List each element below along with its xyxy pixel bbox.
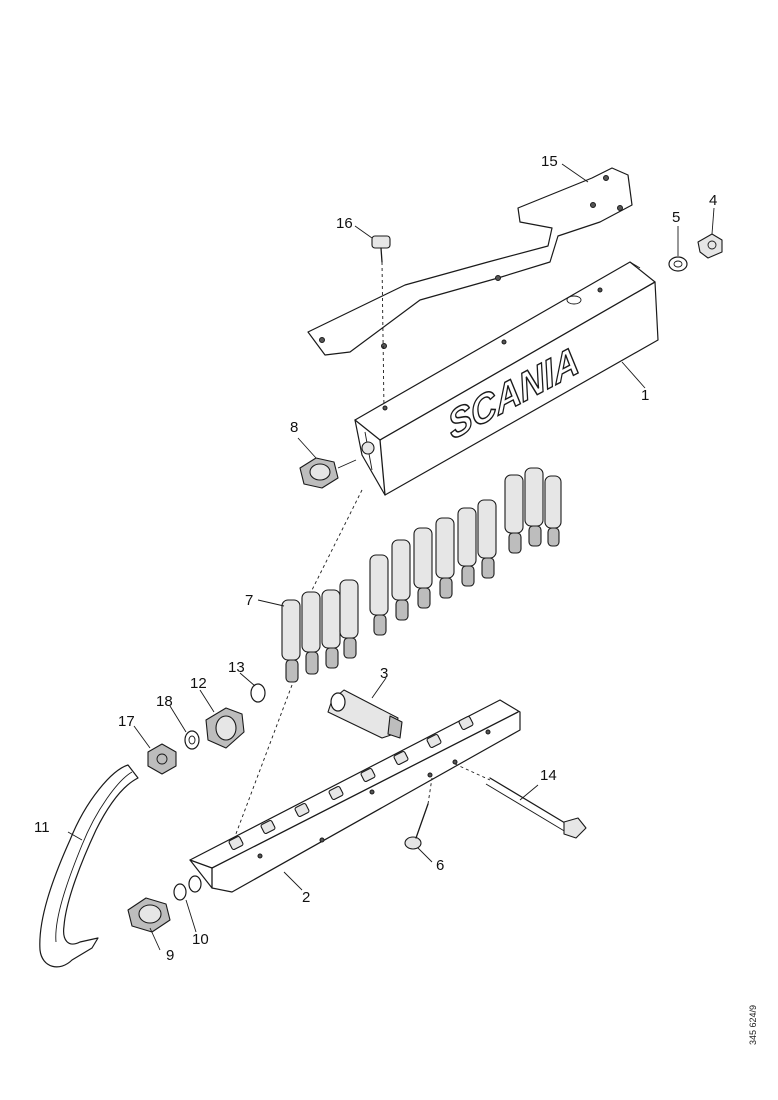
part-2-fuel-rail bbox=[189, 699, 521, 893]
callout-9: 9 bbox=[166, 947, 174, 964]
part-11-hose bbox=[39, 764, 139, 968]
callout-labels: 15 16 4 5 1 8 7 3 13 12 18 17 14 11 6 2 … bbox=[34, 153, 717, 964]
callout-14: 14 bbox=[540, 767, 557, 784]
part-12-union bbox=[205, 707, 245, 749]
callout-10: 10 bbox=[192, 931, 209, 948]
part-15-bracket bbox=[307, 167, 633, 356]
callout-6: 6 bbox=[436, 857, 444, 874]
callout-15: 15 bbox=[541, 153, 558, 170]
callout-2: 2 bbox=[302, 889, 310, 906]
part-6-screw bbox=[404, 777, 433, 850]
part-18-washer bbox=[184, 730, 200, 750]
rail-injector-seats bbox=[228, 715, 474, 851]
injector-group-right bbox=[504, 467, 562, 554]
callout-5: 5 bbox=[672, 209, 680, 226]
injector-group-middle bbox=[369, 499, 497, 636]
alignment-line-lower bbox=[227, 684, 293, 856]
callout-3: 3 bbox=[380, 665, 388, 682]
part-9-fitting bbox=[127, 897, 171, 933]
part-5-washer bbox=[668, 256, 688, 272]
callout-13: 13 bbox=[228, 659, 245, 676]
callout-12: 12 bbox=[190, 675, 207, 692]
injector-group-left bbox=[281, 579, 359, 683]
part-13-o-ring bbox=[250, 683, 266, 703]
part-14-long-bolt bbox=[454, 763, 587, 839]
part-3-plug bbox=[327, 689, 403, 739]
part-10-seal bbox=[173, 875, 202, 901]
callout-8: 8 bbox=[290, 419, 298, 436]
figure-code: 345 624/9 bbox=[748, 1004, 758, 1045]
alignment-line-upper bbox=[311, 489, 363, 591]
callout-11: 11 bbox=[34, 819, 50, 836]
part-8-fitting bbox=[299, 457, 357, 489]
leader-lines bbox=[67, 163, 715, 951]
callout-4: 4 bbox=[709, 192, 717, 209]
callout-1: 1 bbox=[641, 387, 649, 404]
callout-18: 18 bbox=[156, 693, 173, 710]
callout-7: 7 bbox=[245, 592, 253, 609]
callout-17: 17 bbox=[118, 713, 135, 730]
part-16-bolt bbox=[371, 235, 391, 411]
part-7-injectors bbox=[281, 467, 562, 683]
part-17-nut bbox=[147, 743, 177, 775]
callout-16: 16 bbox=[336, 215, 353, 232]
part-4-nut bbox=[697, 233, 723, 259]
